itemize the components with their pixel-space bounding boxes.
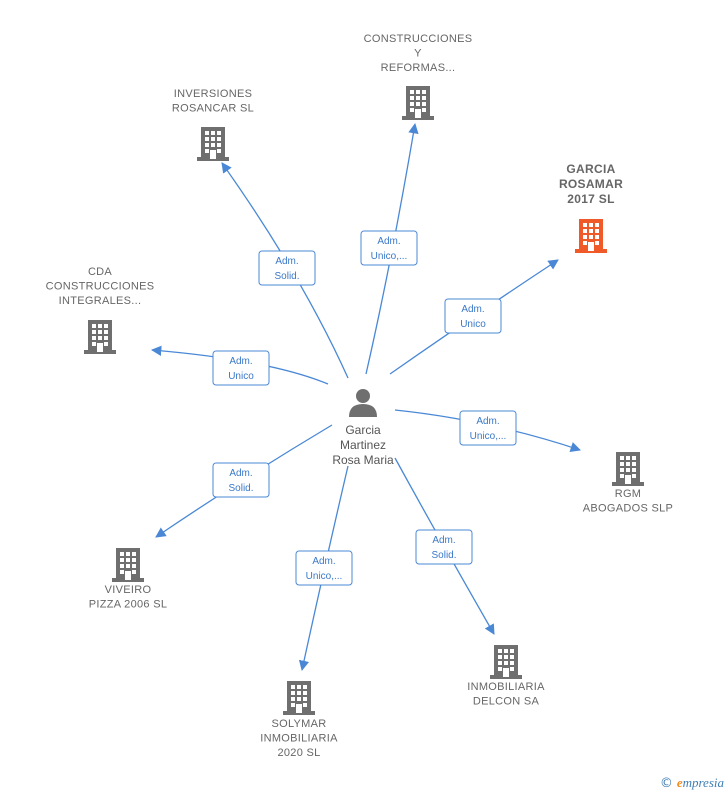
person-name-line: Rosa Maria: [332, 453, 394, 467]
company-node-inmobiliaria-delcon[interactable]: INMOBILIARIA DELCON SA: [467, 645, 545, 708]
role-badge-box: [444, 298, 502, 334]
building-icon: [197, 127, 229, 161]
role-badge-text: Adm.: [229, 468, 252, 479]
building-icon: [283, 681, 315, 715]
company-name-line: 2020 SL: [277, 747, 320, 759]
role-badge-box: [459, 410, 517, 446]
person-name-line: Garcia: [345, 423, 381, 437]
company-name-line: INVERSIONES: [174, 88, 253, 100]
role-badge-text: Solid.: [274, 271, 299, 282]
person-name-line: Martinez: [340, 438, 386, 452]
role-badge-box: [415, 529, 473, 565]
company-name-line: INMOBILIARIA: [260, 733, 338, 745]
company-name-line: CDA: [88, 266, 112, 278]
company-name-line: VIVEIRO: [105, 584, 152, 596]
role-badge-text: Unico,...: [470, 431, 507, 442]
role-badge-box: [295, 550, 353, 586]
brand-footer: ©empresia: [660, 775, 724, 791]
company-name-line: RGM: [615, 488, 642, 500]
role-badge-text: Adm.: [432, 535, 455, 546]
role-badge-text: Unico,...: [306, 571, 343, 582]
person-icon: [349, 389, 377, 417]
company-name-line: CONSTRUCCIONES: [364, 33, 473, 45]
building-icon: [112, 548, 144, 582]
role-badge-text: Unico,...: [371, 251, 408, 262]
role-badge-text: Adm.: [229, 356, 252, 367]
company-name-line: REFORMAS...: [381, 62, 456, 74]
role-badge-garcia-rosamar[interactable]: Adm. Unico: [444, 298, 502, 334]
building-icon: [490, 645, 522, 679]
company-node-solymar-inmobiliaria[interactable]: SOLYMAR INMOBILIARIA 2020 SL: [260, 681, 338, 759]
role-badge-text: Adm.: [461, 304, 484, 315]
role-badge-inmobiliaria-delcon[interactable]: Adm. Solid.: [415, 529, 473, 565]
company-node-rgm-abogados[interactable]: RGM ABOGADOS SLP: [583, 452, 673, 515]
company-name-line: ROSAMAR: [559, 177, 623, 191]
role-badge-text: Adm.: [476, 416, 499, 427]
role-badge-solymar-inmobiliaria[interactable]: Adm. Unico,...: [295, 550, 353, 586]
company-name-line: DELCON SA: [473, 696, 540, 708]
role-badge-text: Adm.: [377, 236, 400, 247]
role-badge-text: Solid.: [431, 550, 456, 561]
role-badge-box: [212, 350, 270, 386]
role-badge-rgm-abogados[interactable]: Adm. Unico,...: [459, 410, 517, 446]
role-badge-text: Adm.: [275, 256, 298, 267]
company-name-line: 2017 SL: [567, 192, 614, 206]
company-name-line: CONSTRUCCIONES: [46, 281, 155, 293]
brand-logo-initial: e: [676, 775, 683, 790]
company-name-line: PIZZA 2006 SL: [89, 599, 168, 611]
company-node-construcciones-y-reformas[interactable]: CONSTRUCCIONES Y REFORMAS...: [364, 33, 473, 120]
role-badge-box: [212, 462, 270, 498]
building-icon: [402, 86, 434, 120]
company-name-line: INTEGRALES...: [59, 295, 142, 307]
company-name-line: ABOGADOS SLP: [583, 503, 673, 515]
company-name-line: GARCIA: [566, 162, 615, 176]
role-badge-text: Unico: [460, 319, 486, 330]
company-name-line: Y: [414, 48, 422, 60]
company-node-cda-construcciones[interactable]: CDA CONSTRUCCIONES INTEGRALES...: [46, 266, 155, 354]
brand-logo-text: mpresia: [682, 775, 724, 790]
role-badge-viveiro-pizza[interactable]: Adm. Solid.: [212, 462, 270, 498]
company-name-line: INMOBILIARIA: [467, 681, 545, 693]
role-badge-box: [360, 230, 418, 266]
role-badge-text: Solid.: [228, 483, 253, 494]
building-icon: [575, 219, 607, 253]
company-node-inversiones-rosancar[interactable]: INVERSIONES ROSANCAR SL: [172, 88, 254, 161]
company-node-viveiro-pizza[interactable]: VIVEIRO PIZZA 2006 SL: [89, 548, 168, 611]
nodes-layer: CONSTRUCCIONES Y REFORMAS... INVERSIONES ROS…: [46, 33, 673, 759]
role-badge-cda-construcciones[interactable]: Adm. Unico: [212, 350, 270, 386]
copyright-symbol: ©: [659, 776, 673, 791]
building-icon: [84, 320, 116, 354]
role-badge-text: Adm.: [312, 556, 335, 567]
company-name-line: SOLYMAR: [271, 718, 326, 730]
role-badge-inversiones-rosancar[interactable]: Adm. Solid.: [258, 250, 316, 286]
role-badge-box: [258, 250, 316, 286]
building-icon: [612, 452, 644, 486]
role-badge-construcciones-y-reformas[interactable]: Adm. Unico,...: [360, 230, 418, 266]
role-badge-text: Unico: [228, 371, 254, 382]
company-name-line: ROSANCAR SL: [172, 103, 254, 115]
badges-layer: Adm.Unico,...Adm.Solid.Adm.UnicoAdm.Unic…: [212, 230, 517, 586]
